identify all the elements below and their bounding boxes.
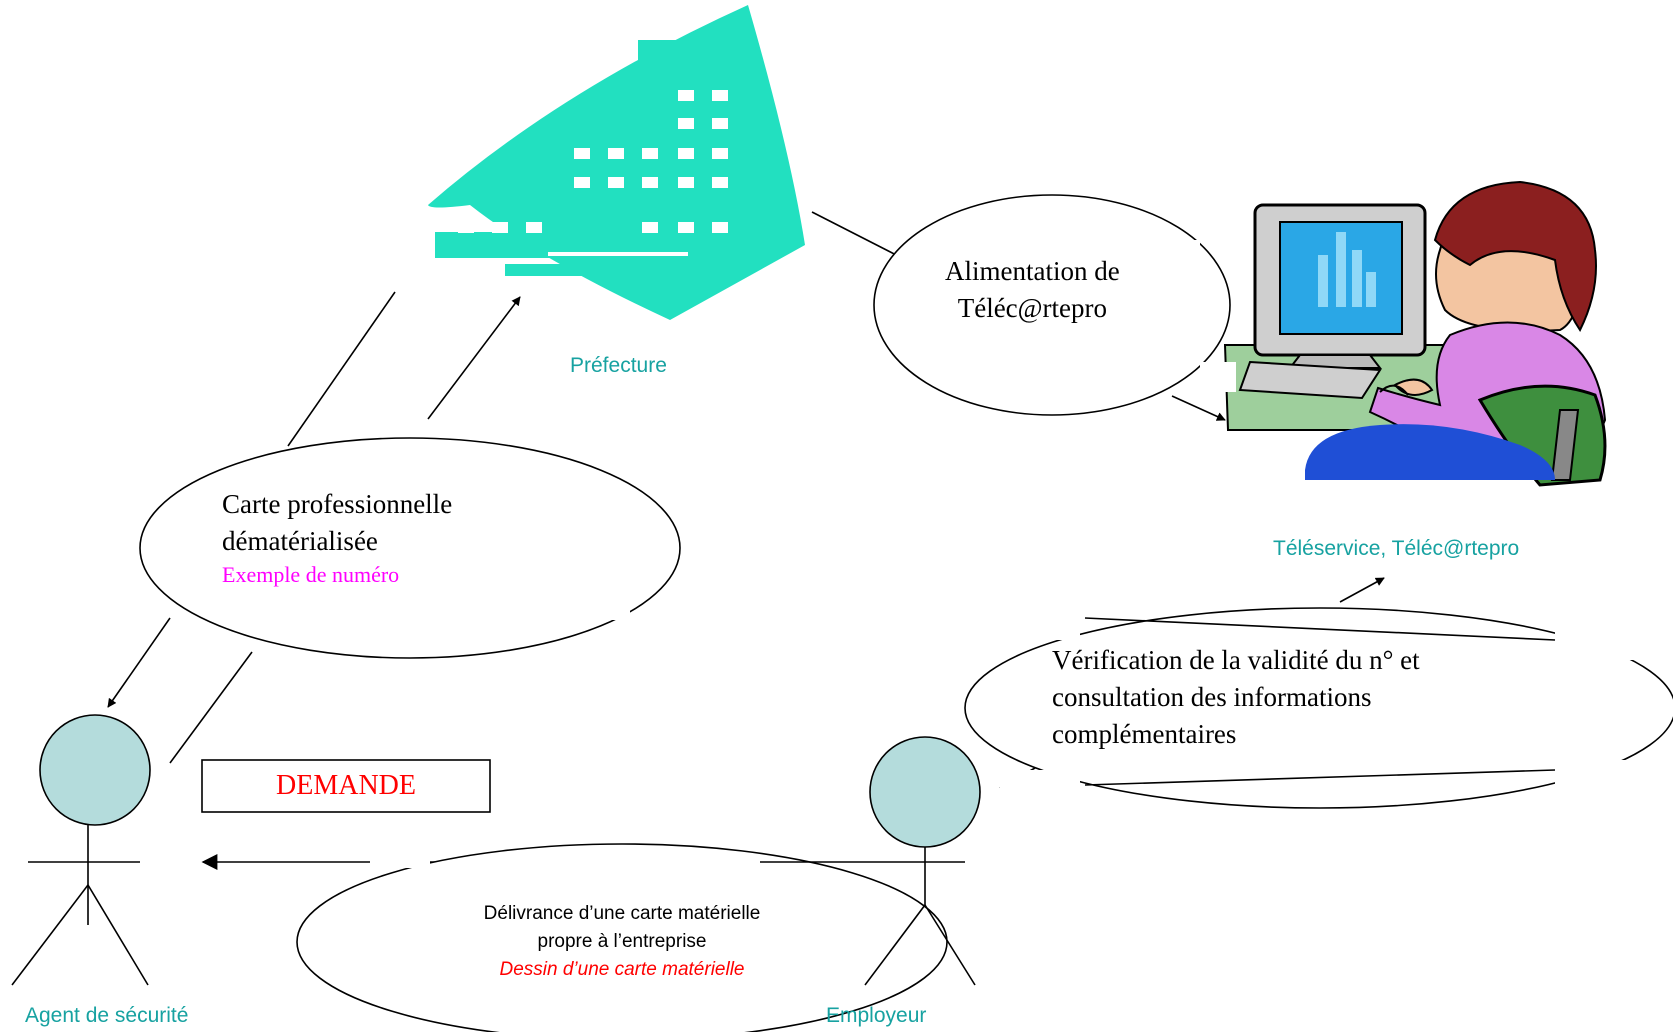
line-prefecture-to-alimentation [811, 211, 907, 261]
bubble-carte [139, 437, 681, 659]
arrow-alimentation-to-teleservice [1171, 395, 1226, 421]
bubble-alimentation [873, 194, 1231, 416]
arrow-carte-to-agent [107, 617, 171, 708]
arrow-verification-to-teleservice [1339, 577, 1385, 603]
arrow-carte-to-prefecture [427, 296, 521, 420]
line-agent-to-carte [169, 651, 253, 764]
agent-figure-icon [11, 714, 151, 986]
alimentation-text: Alimentation de Téléc@rtepro [945, 256, 1120, 323]
line-agent-to-prefecture [287, 291, 396, 447]
woman-at-computer-icon [1223, 180, 1607, 487]
carte-text: Carte professionnelle dématérialisée Exe… [222, 489, 453, 587]
bubble-verification [964, 607, 1673, 809]
employer-label: Employeur [826, 1004, 927, 1027]
verification-text: Vérification de la validité du n° et con… [1052, 645, 1420, 749]
bubble-delivrance [296, 843, 948, 1032]
building-icon [428, 5, 805, 320]
prefecture-label: Préfecture [570, 354, 667, 377]
demande-label: DEMANDE [276, 770, 416, 801]
employer-figure-icon [760, 736, 981, 986]
delivrance-text: Délivrance d’une carte matérielle propre… [483, 903, 761, 980]
agent-label: Agent de sécurité [25, 1004, 189, 1027]
bubble-shapes [139, 194, 1673, 1032]
teleservice-label: Téléservice, Téléc@rtepro [1273, 537, 1520, 560]
demande-box [201, 759, 491, 813]
